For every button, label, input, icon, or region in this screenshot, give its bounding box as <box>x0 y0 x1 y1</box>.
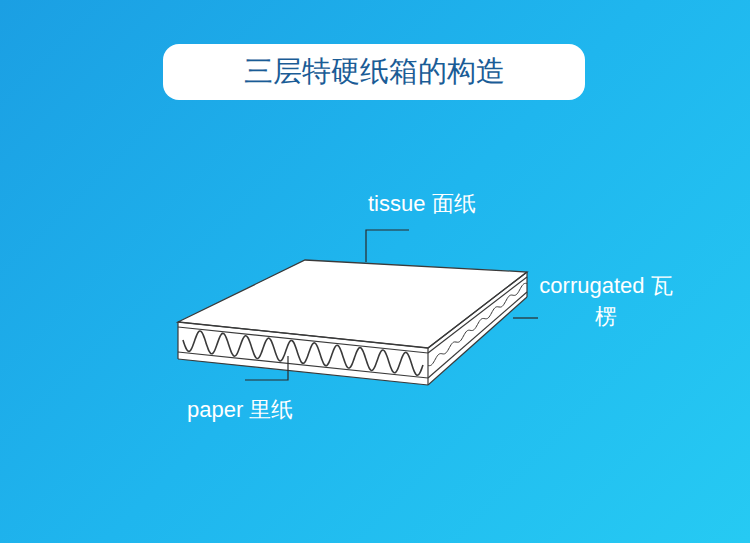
sheet-edge <box>178 322 428 348</box>
edge-line <box>427 348 428 385</box>
part-label: corrugated 瓦楞 <box>539 271 673 333</box>
leader-line <box>366 230 409 262</box>
corrugated-flute <box>428 283 527 365</box>
top-face <box>178 260 527 348</box>
leader-line <box>245 356 288 380</box>
edge-line <box>526 272 527 297</box>
part-label: paper 里纸 <box>187 395 293 426</box>
edge-line <box>177 322 178 359</box>
sheet-edge <box>428 297 527 385</box>
part-label: tissue 面纸 <box>368 189 476 220</box>
leader-line <box>513 317 538 318</box>
title-pill: 三层特硬纸箱的构造 <box>163 44 585 100</box>
title: 三层特硬纸箱的构造 <box>244 52 505 92</box>
sheet-edge <box>428 292 527 378</box>
corrugated-flute <box>183 331 423 375</box>
